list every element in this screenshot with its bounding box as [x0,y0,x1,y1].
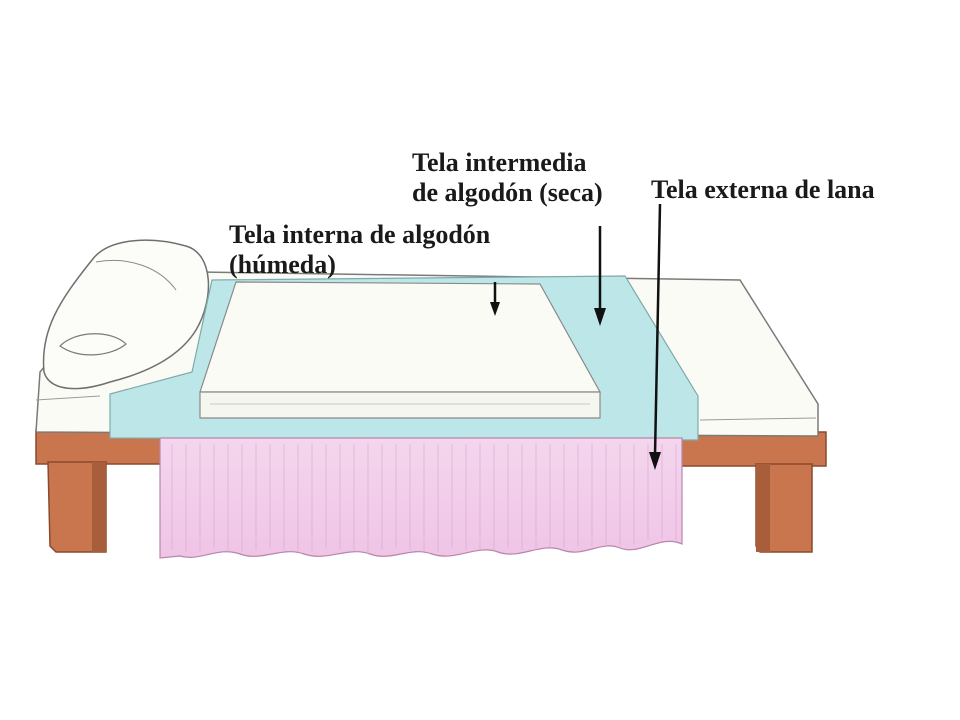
label-outer-wool-sheet: Tela externa de lana [651,175,875,205]
pink-drape-shape [159,437,683,559]
label-inner-line2: (húmeda) [229,250,336,279]
inner-cotton-sheet [199,281,602,419]
pillow [42,239,210,390]
label-intermediate-cotton-sheet: Tela intermedia de algodón (seca) [412,148,603,208]
outer-wool-drape [159,437,683,559]
arrow-intermediate-sheet [594,226,606,326]
white-sheet-top [199,281,602,393]
label-intermediate-line1: Tela intermedia [412,148,587,177]
bed-frame [35,429,827,553]
label-outer-line1: Tela externa de lana [651,175,875,204]
arrow-inner-sheet [490,282,500,316]
label-intermediate-line2: de algodón (seca) [412,178,603,207]
label-inner-line1: Tela interna de algodón [229,220,491,249]
arrow-outer-wool [649,203,662,470]
pink-drape-texture [171,444,677,552]
pillow-fold [59,333,127,356]
label-inner-cotton-sheet: Tela interna de algodón (húmeda) [229,220,490,280]
white-sheet-front [199,391,601,419]
bed-leg-left-shade [92,462,106,552]
pillow-shape [42,239,210,390]
pointer-arrows [490,203,662,470]
pillow-crease [95,259,177,291]
bed-leg-right-shade [756,464,770,552]
mattress-edge-line [35,395,817,421]
bed-side-rail-right [675,431,827,467]
